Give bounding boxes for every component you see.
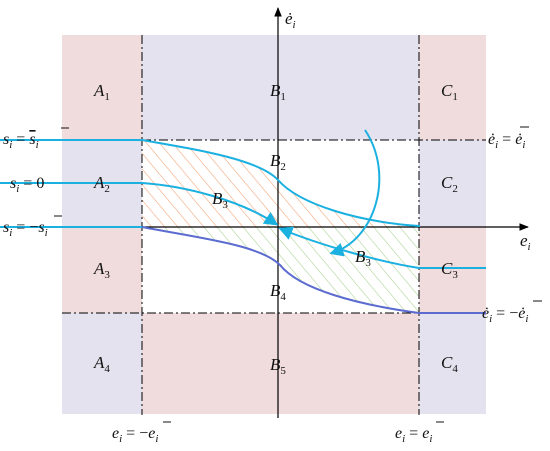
right-equation-labels: ėi = ėi ėi = −ėi bbox=[482, 126, 542, 325]
curve-s-lower bbox=[141, 226, 486, 314]
curve-s-zero bbox=[0, 182, 279, 226]
label-edot-upper: ėi = ėi bbox=[488, 131, 525, 151]
label-s-zero: si = 0 bbox=[10, 175, 44, 195]
label-s-upper: si = si bbox=[3, 131, 39, 151]
region-A4 bbox=[62, 313, 142, 414]
bottom-equation-labels: ei = −ei ei = ei bbox=[112, 421, 444, 445]
label-B1: B1 bbox=[270, 81, 286, 103]
region-B1 bbox=[142, 35, 419, 140]
label-C3: C3 bbox=[441, 259, 458, 281]
region-C3 bbox=[419, 227, 486, 313]
label-C4: C4 bbox=[441, 353, 458, 375]
x-axis-label: ei bbox=[520, 231, 531, 253]
region-C4 bbox=[419, 313, 486, 414]
region-A1 bbox=[62, 35, 142, 140]
label-A3: A3 bbox=[93, 259, 110, 281]
y-axis-label: ėi bbox=[285, 9, 296, 31]
label-B4: B4 bbox=[270, 281, 286, 303]
region-labels: A1 A2 A3 A4 B1 B2 B3 B3 B4 B5 C1 C2 C3 C… bbox=[93, 81, 458, 377]
label-e-upper: ei = ei bbox=[395, 425, 432, 445]
left-equation-labels: si = si si = 0 si = −si bbox=[3, 127, 69, 239]
label-B3a: B3 bbox=[212, 189, 228, 211]
label-s-lower: si = −si bbox=[3, 219, 48, 239]
region-backgrounds bbox=[62, 35, 486, 414]
boundary-curves bbox=[0, 129, 486, 314]
hatch-lower-green bbox=[142, 227, 419, 313]
label-edot-lower: ėi = −ėi bbox=[482, 305, 528, 325]
label-B5: B5 bbox=[270, 355, 286, 377]
label-B2: B2 bbox=[270, 151, 286, 173]
curve-c3-trajectory bbox=[278, 226, 486, 269]
label-e-lower: ei = −ei bbox=[112, 425, 158, 445]
region-C1 bbox=[419, 35, 486, 140]
region-B5 bbox=[142, 313, 419, 414]
region-A3 bbox=[62, 227, 142, 313]
label-A2: A2 bbox=[93, 173, 110, 195]
curve-loop-trajectory bbox=[329, 129, 381, 257]
label-C2: C2 bbox=[441, 173, 458, 195]
curve-s-upper bbox=[0, 139, 420, 227]
label-C1: C1 bbox=[441, 81, 458, 103]
axis-labels: ėi ei bbox=[285, 9, 531, 253]
region-C2 bbox=[419, 140, 486, 227]
label-B3b: B3 bbox=[355, 247, 371, 269]
label-A4: A4 bbox=[93, 353, 110, 375]
label-A1: A1 bbox=[93, 81, 110, 103]
